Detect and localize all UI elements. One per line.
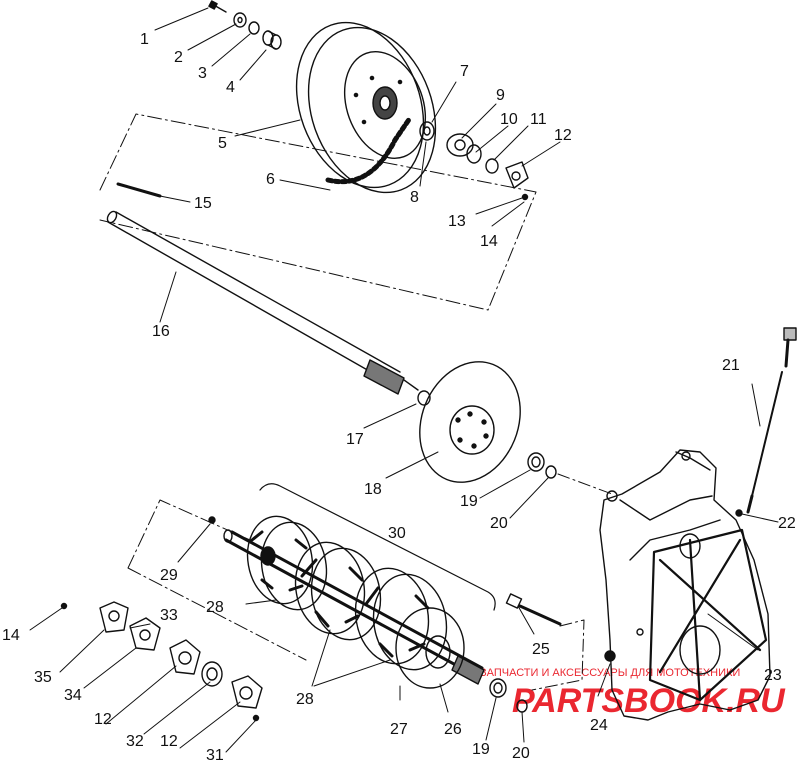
label-part-7: 7 xyxy=(460,63,469,80)
washer-10 xyxy=(466,144,482,164)
label-part-8: 8 xyxy=(410,189,419,206)
flange-12b xyxy=(169,639,201,675)
label-part-31: 31 xyxy=(206,747,224,763)
label-part-3: 3 xyxy=(198,65,207,82)
chaincase-housing xyxy=(599,449,771,721)
woodruff-key xyxy=(116,182,162,198)
bolt-25 xyxy=(505,593,562,626)
label-part-26: 26 xyxy=(444,721,462,738)
dipstick xyxy=(746,327,797,514)
bearing-19b xyxy=(489,678,507,698)
label-part-20: 20 xyxy=(490,515,508,532)
watermark: ЗАПЧАСТИ И АКСЕССУАРЫ ДЛЯ МОТОТЕХНИКИ PA… xyxy=(480,667,786,720)
drive-sprocket-1 xyxy=(246,515,328,611)
bearing-flange-12 xyxy=(505,161,529,189)
label-part-12: 12 xyxy=(554,127,572,144)
watermark-tagline: ЗАПЧАСТИ И АКСЕССУАРЫ ДЛЯ МОТОТЕХНИКИ xyxy=(480,667,740,679)
flange-12c xyxy=(231,675,263,709)
jackshaft xyxy=(106,210,419,395)
label-part-15: 15 xyxy=(194,195,212,212)
label-part-19-lower: 19 xyxy=(472,741,490,758)
label-part-10: 10 xyxy=(500,111,518,128)
plug-24 xyxy=(604,650,616,662)
secondary-sheave-group xyxy=(208,0,529,201)
label-part-19: 19 xyxy=(460,493,478,510)
bushing-4 xyxy=(262,30,282,50)
label-part-14: 14 xyxy=(480,233,498,250)
label-part-29: 29 xyxy=(160,567,178,584)
nut-14b xyxy=(60,602,68,610)
label-part-35: 35 xyxy=(34,669,52,686)
label-part-22: 22 xyxy=(778,515,796,532)
bearing-19a xyxy=(527,452,545,472)
label-part-23: 23 xyxy=(764,667,782,684)
label-part-2: 2 xyxy=(174,49,183,66)
bushing-11 xyxy=(485,158,499,174)
brake-disc xyxy=(419,361,521,483)
label-part-1: 1 xyxy=(140,31,149,48)
snap-ring-17 xyxy=(417,390,431,406)
drive-sprocket-3 xyxy=(354,567,448,671)
leader-lines xyxy=(29,7,779,753)
group-outline-upper xyxy=(99,113,537,311)
label-part-13: 13 xyxy=(448,213,466,230)
nut-13 xyxy=(521,193,529,201)
washer-3 xyxy=(248,21,260,35)
washer-2 xyxy=(233,12,247,28)
label-part-27: 27 xyxy=(390,721,408,738)
group-outline-lower xyxy=(127,499,307,661)
label-part-5: 5 xyxy=(218,135,227,152)
label-part-9: 9 xyxy=(496,87,505,104)
plug-29 xyxy=(208,516,216,524)
label-part-33: 33 xyxy=(160,607,178,624)
label-part-11: 11 xyxy=(530,111,547,128)
driven-sheave xyxy=(295,21,437,194)
bearing-flange-35 xyxy=(99,601,129,633)
label-part-12-lower-b: 12 xyxy=(160,733,178,750)
label-part-28-bottom: 28 xyxy=(296,691,314,708)
washer-8 xyxy=(419,121,435,141)
label-part-6: 6 xyxy=(266,171,275,188)
seal-34 xyxy=(129,617,161,651)
drive-sprocket-hub xyxy=(395,607,465,689)
label-part-16: 16 xyxy=(152,323,170,340)
sheave-bolt xyxy=(208,0,227,13)
seal-22 xyxy=(735,509,743,517)
flange-9 xyxy=(446,133,474,157)
label-part-25: 25 xyxy=(532,641,550,658)
label-part-30: 30 xyxy=(388,525,406,542)
label-part-12-lower-a: 12 xyxy=(94,711,112,728)
sprocket-teeth xyxy=(325,115,413,185)
washer-20a xyxy=(545,465,557,479)
label-part-28-top: 28 xyxy=(206,599,224,616)
part-number-labels: 1 2 3 4 5 6 7 8 9 10 11 12 13 14 15 16 1… xyxy=(2,31,796,763)
label-part-20-lower: 20 xyxy=(512,745,530,762)
label-part-21: 21 xyxy=(722,357,740,374)
label-part-24: 24 xyxy=(590,717,608,734)
label-part-32: 32 xyxy=(126,733,144,750)
label-part-34: 34 xyxy=(64,687,82,704)
bearing-32 xyxy=(201,661,223,687)
bracket-30 xyxy=(259,483,496,611)
label-part-4: 4 xyxy=(226,79,235,96)
watermark-logo: PARTSBOOK.RU xyxy=(512,682,786,720)
label-part-18: 18 xyxy=(364,481,382,498)
label-part-14-lower: 14 xyxy=(2,627,20,644)
label-part-17: 17 xyxy=(346,431,364,448)
